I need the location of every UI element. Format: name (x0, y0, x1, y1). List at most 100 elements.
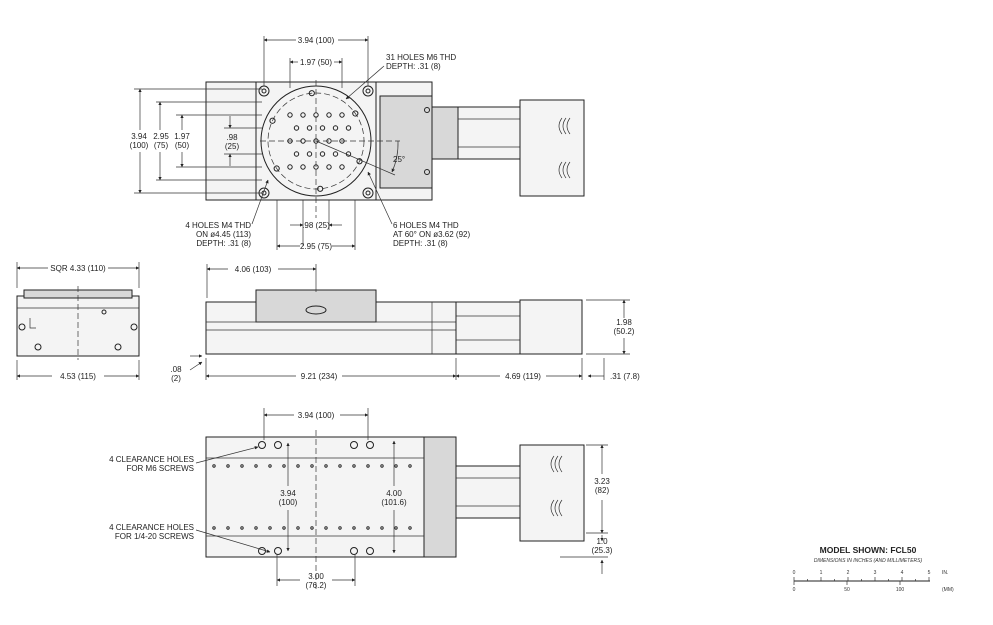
rail-hole (268, 464, 272, 468)
dim-bottom-lower-a: 1.0 (596, 537, 608, 546)
top-motor-coupler (431, 106, 459, 160)
callout-m4-right-line3: DEPTH: .31 (8) (393, 239, 448, 248)
plate-hole (332, 125, 339, 131)
bottom-encoder (519, 444, 585, 542)
dim-bottom-mid: 2.95 (75) (300, 242, 332, 251)
rail-hole (240, 526, 244, 530)
callout-clearance-14-line1: 4 CLEARANCE HOLES (109, 523, 194, 532)
callout-m4-left-line3: DEPTH: .31 (8) (196, 239, 251, 248)
rail-hole (408, 464, 412, 468)
callout-clearance-14-line2: FOR 1/4-20 SCREWS (115, 532, 194, 541)
mm-tick-0: 0 (793, 587, 796, 593)
dim-side-gap-b: (2) (171, 374, 181, 383)
bottom-end-block (423, 436, 457, 558)
dim-small-b: (25) (225, 142, 240, 151)
plate-hole (293, 151, 300, 157)
plate-hole (319, 125, 326, 131)
inch-tick-1: 1 (820, 570, 823, 576)
callout-m4-left-line1: 4 HOLES M4 THD (185, 221, 251, 230)
plate-hole (300, 164, 306, 170)
callout-m6-line2: DEPTH: .31 (8) (386, 62, 441, 71)
rail-hole (352, 526, 356, 530)
mm-tick-50: 50 (844, 587, 850, 593)
rail-hole (324, 526, 328, 530)
plate-hole (287, 164, 293, 170)
plate-hole (300, 112, 306, 118)
rail-hole (310, 464, 314, 468)
dim-side-height-a: 1.98 (616, 318, 632, 327)
bottom-view: 3.94 (100) 3.94 (100) 4.00 (101.6) 3.23 … (109, 408, 613, 590)
dim-bottom-bottom-a: 3.00 (308, 572, 324, 581)
dim-side-offset: 4.06 (103) (235, 265, 272, 274)
dim-bottom-small: .98 (25) (302, 221, 330, 230)
dim-side-height-b: (50.2) (614, 327, 635, 336)
bolt-circle-hole (273, 165, 280, 172)
dim-side-tail: .31 (7.8) (610, 372, 640, 381)
clearance-hole (350, 441, 358, 449)
scale-ticks (793, 577, 930, 585)
dim-side-motor: 4.69 (119) (505, 372, 541, 381)
dim-bottom-left-a: 3.94 (280, 489, 296, 498)
rail-hole (408, 526, 412, 530)
rail-hole (282, 464, 286, 468)
inch-tick-0: 0 (793, 570, 796, 576)
dim-bottom-right-a: 4.00 (386, 489, 402, 498)
rail-hole (310, 526, 314, 530)
dimensions-note: DIMENSIONS IN INCHES (AND MILLIMETERS) (814, 558, 923, 564)
rail-hole (338, 464, 342, 468)
inch-tick-5: 5 (928, 570, 931, 576)
plate-hole (345, 125, 352, 131)
plate-hole (332, 151, 339, 157)
rail-hole (254, 526, 258, 530)
dim-side-length: 9.21 (234) (301, 372, 338, 381)
rail-hole (394, 464, 398, 468)
rail-hole (380, 526, 384, 530)
callout-m4-right-line1: 6 HOLES M4 THD (393, 221, 459, 230)
plate-hole (293, 125, 300, 131)
plate-hole (339, 164, 345, 170)
dim-bottom-lower-b: (25.3) (592, 546, 613, 555)
dim-bottom-right-b: (101.6) (381, 498, 407, 507)
model-shown: MODEL SHOWN: FCL50 (820, 545, 917, 555)
callout-clearance-m6-line2: FOR M6 SCREWS (126, 464, 194, 473)
rail-hole (254, 464, 258, 468)
dim-bottom-left-b: (100) (279, 498, 298, 507)
clearance-hole (366, 547, 374, 555)
plate-hole (306, 151, 313, 157)
rail-hole (282, 526, 286, 530)
dim-height-inner-b: (50) (175, 141, 190, 150)
dim-bottom-bottom-b: (76.2) (306, 581, 327, 590)
dim-sqr: SQR 4.33 (110) (50, 264, 106, 273)
side-motor (455, 301, 529, 355)
rail-hole (226, 526, 230, 530)
dim-inner-width: 1.97 (50) (300, 58, 332, 67)
end-view: SQR 4.33 (110) 4.53 (115) (16, 262, 140, 381)
legend: MODEL SHOWN: FCL50 DIMENSIONS IN INCHES … (793, 545, 954, 593)
mm-unit: (MM) (942, 587, 954, 593)
rail-hole (212, 526, 216, 530)
rail-hole (324, 464, 328, 468)
bolt-circle-hole (317, 185, 324, 192)
callout-m4-left-line2: ON ø4.45 (113) (196, 230, 251, 239)
top-encoder-housing (519, 99, 585, 197)
plate-hole (306, 125, 313, 131)
plate-hole (287, 112, 293, 118)
inch-tick-2: 2 (847, 570, 850, 576)
clearance-hole (258, 441, 266, 449)
dim-height-outer-b: (100) (130, 141, 149, 150)
plate-hole (319, 151, 326, 157)
plate-hole (339, 112, 345, 118)
rail-hole (366, 464, 370, 468)
dim-bottom-motor-a: 3.23 (594, 477, 610, 486)
inch-tick-4: 4 (901, 570, 904, 576)
dim-bottom-top: 3.94 (100) (298, 411, 335, 420)
rail-hole (296, 464, 300, 468)
rail-hole (352, 464, 356, 468)
plate-hole (326, 164, 332, 170)
dim-end-width: 4.53 (115) (60, 372, 96, 381)
clearance-hole (274, 441, 282, 449)
rail-hole (338, 526, 342, 530)
rail-hole (212, 464, 216, 468)
plate-hole (326, 112, 332, 118)
